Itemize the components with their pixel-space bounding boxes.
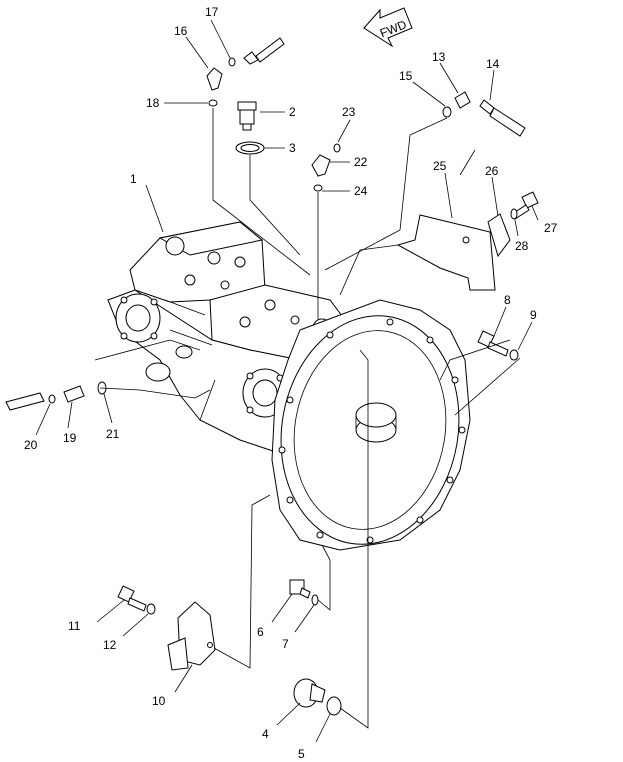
callout-23: 23 [342,105,356,119]
part-28-washer [510,208,518,220]
part-8-bolt [477,330,509,357]
callout-17: 17 [205,5,219,19]
part-14-connector [479,99,526,137]
callout-13: 13 [432,50,446,64]
part-4-plug [293,678,326,708]
part-16-elbow [206,67,223,91]
callout-19: 19 [63,431,77,445]
part-17-connector [243,37,285,65]
part-18-o-ring [208,99,218,107]
callout-6: 6 [257,625,264,639]
callout-12: 12 [103,638,117,652]
callout-7: 7 [282,637,289,651]
callout-1: 1 [130,172,137,186]
callout-28: 28 [515,239,529,253]
callout-4: 4 [262,727,269,741]
callout-18: 18 [146,96,160,110]
part-9-washer [509,349,519,361]
callout-numbers: 1 2 3 4 5 6 7 8 9 10 11 12 13 14 15 16 1… [24,5,558,761]
part-20-connector [5,392,45,411]
part-22-elbow [311,154,331,177]
callout-25: 25 [433,159,447,173]
callout-3: 3 [289,141,296,155]
part-2-plug [237,101,257,131]
pump-flange-left [115,293,161,343]
callout-14: 14 [486,57,500,71]
part-23-ring [333,143,341,153]
part-15-o-ring [442,106,452,118]
part-17-ring [228,57,236,67]
part-7-o-ring [311,594,319,606]
callout-24: 24 [354,184,368,198]
part-6-plug [289,579,311,599]
part-26-bracket [487,213,511,258]
part-20-ring [48,394,56,404]
part-12-washer [146,603,156,615]
part-25-bracket [396,214,496,291]
flywheel-housing [271,299,471,551]
part-3-o-ring [235,141,265,155]
callout-leaders [35,19,539,743]
callout-27: 27 [544,221,558,235]
part-5-o-ring [326,696,342,716]
callout-21: 21 [106,427,120,441]
callout-5: 5 [298,747,305,761]
part-24-o-ring [313,184,323,192]
callout-16: 16 [174,24,188,38]
part-19-fitting [63,385,85,403]
callout-2: 2 [289,105,296,119]
callout-22: 22 [354,155,368,169]
part-13-sensor [454,91,471,109]
callout-26: 26 [485,164,499,178]
callout-11: 11 [68,619,81,633]
pump-shaft [355,402,397,443]
callout-20: 20 [24,438,38,452]
part-10-cover [167,601,216,671]
callout-10: 10 [152,694,166,708]
fwd-direction-arrow: FWD [363,7,413,48]
part-11-bolt [117,585,147,612]
assembly-lines [94,108,521,729]
callout-15: 15 [399,69,413,83]
housing-bolt-holes [278,318,466,544]
callout-8: 8 [504,293,511,307]
callout-9: 9 [530,308,537,322]
